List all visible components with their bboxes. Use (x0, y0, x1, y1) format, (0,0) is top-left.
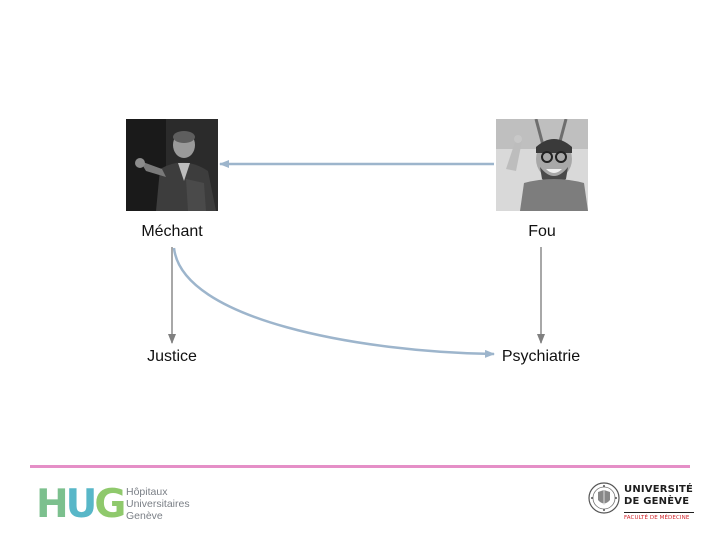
node-mechant: Méchant (141, 223, 203, 240)
node-fou: Fou (528, 223, 556, 240)
unige-logo: UNIVERSITÉ DE GENÈVE FACULTÉ DE MÉDECINE (586, 480, 698, 526)
hug-logo-mark: HUG (36, 482, 126, 527)
unige-faculty: FACULTÉ DE MÉDECINE (624, 515, 690, 521)
footer-divider (30, 465, 690, 468)
villain-portrait-icon (126, 119, 218, 211)
laughing-man-portrait-icon (496, 119, 588, 211)
unige-name: UNIVERSITÉ DE GENÈVE (624, 484, 694, 507)
arrow-mechant-to-psychiatrie (172, 247, 495, 358)
node-justice: Justice (147, 348, 197, 365)
unige-rule (624, 512, 694, 513)
unige-seal-icon (588, 482, 620, 514)
node-psychiatrie: Psychiatrie (501, 348, 581, 365)
hug-logo-text: Hôpitaux Universitaires Genève (126, 486, 190, 522)
hug-logo: HUG Hôpitaux Universitaires Genève (36, 484, 206, 526)
